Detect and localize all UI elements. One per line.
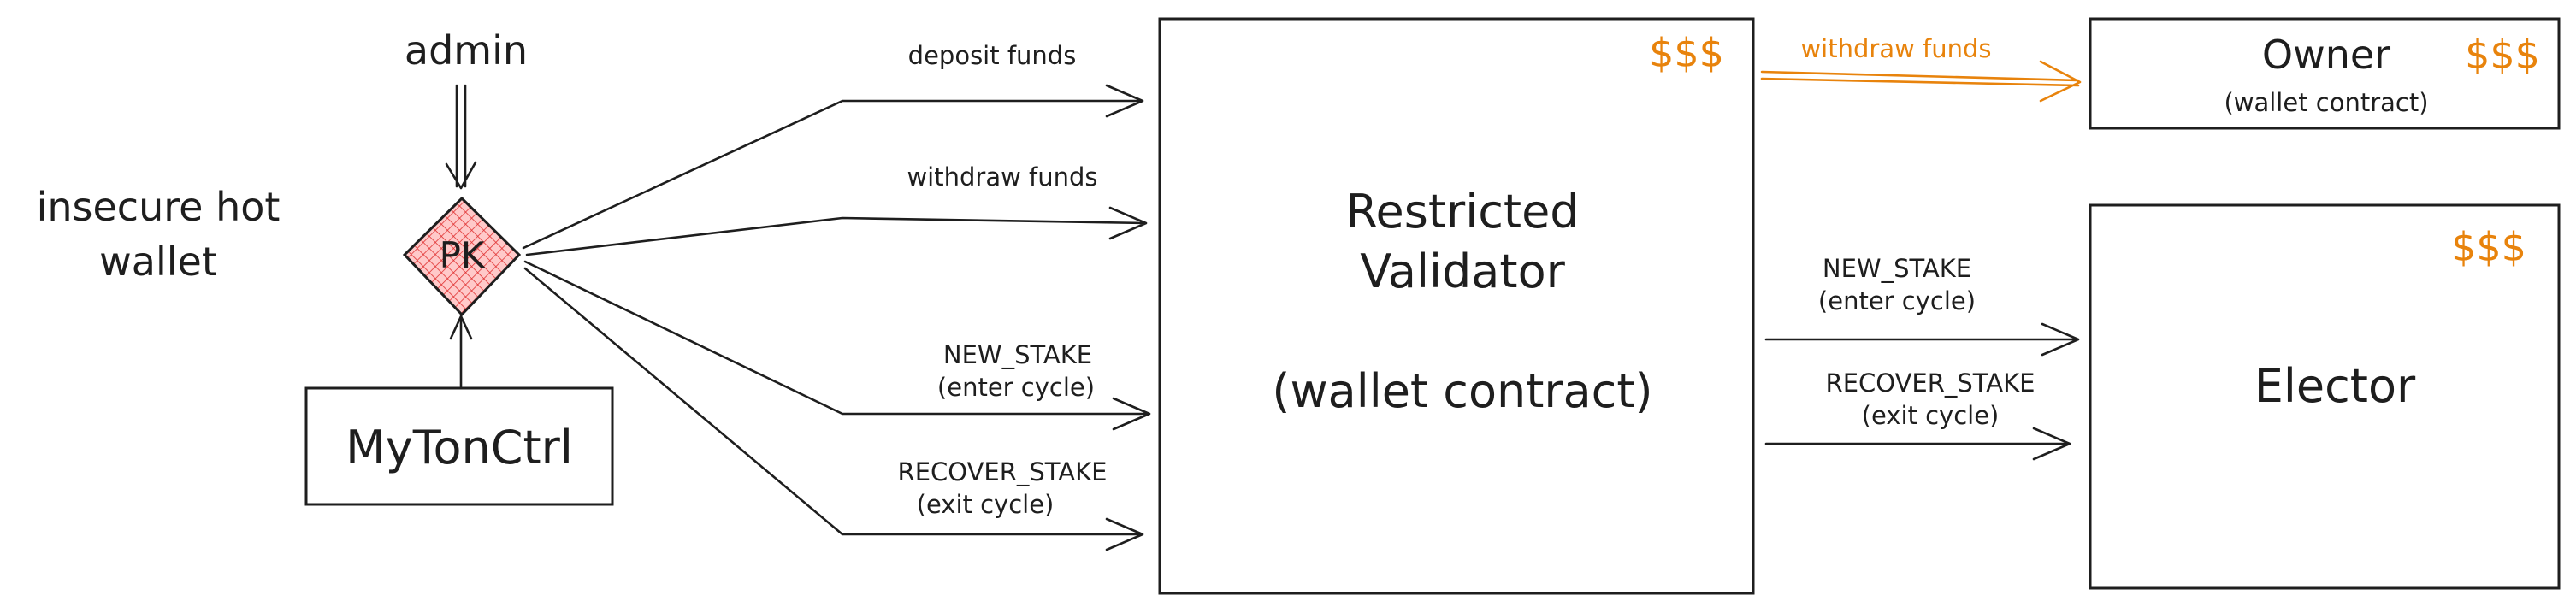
validator-funds-label: $$$ <box>1649 30 1724 76</box>
withdraw-funds-left-label: withdraw funds <box>907 162 1097 192</box>
new-stake-right-label: NEW_STAKE <box>1823 254 1971 283</box>
new-stake-left-arrow <box>523 260 1151 431</box>
owner-subtitle: (wallet contract) <box>2224 88 2428 117</box>
mytonctrl-rect <box>304 386 614 506</box>
withdraw-funds-right-label: withdraw funds <box>1800 34 1991 63</box>
recover-stake-left-arrow <box>523 267 1144 551</box>
elector-title: Elector <box>2254 359 2416 413</box>
elector-rect <box>2089 203 2561 590</box>
withdraw-funds-left-arrow <box>525 206 1148 256</box>
exit-cycle-left-label: (exit cycle) <box>917 490 1055 519</box>
elector-funds-label: $$$ <box>2451 224 2526 270</box>
insecure-wallet-label-line2: wallet <box>99 239 217 285</box>
validator-title-line2: Validator <box>1360 245 1565 298</box>
pk-diamond[interactable]: PK <box>402 196 522 317</box>
owner-title: Owner <box>2262 32 2390 78</box>
owner-box[interactable]: Owner (wallet contract) $$$ <box>2089 17 2561 130</box>
mytonctrl-box[interactable]: MyTonCtrl <box>304 386 614 506</box>
deposit-funds-arrow <box>522 84 1144 250</box>
enter-cycle-right-label: (enter cycle) <box>1818 286 1976 315</box>
withdraw-funds-right-arrow <box>1760 60 2082 103</box>
owner-funds-label: $$$ <box>2465 32 2540 78</box>
new-stake-left-label: NEW_STAKE <box>943 340 1092 369</box>
new-stake-right-arrow <box>1764 322 2080 357</box>
mytonctrl-label: MyTonCtrl <box>346 421 573 474</box>
restricted-validator-rect <box>1158 17 1755 595</box>
elector-box[interactable]: Elector $$$ <box>2089 203 2561 590</box>
validator-title-line3: (wallet contract) <box>1272 364 1652 418</box>
recover-stake-right-label: RECOVER_STAKE <box>1826 368 2035 398</box>
pk-diamond-shape <box>402 196 522 317</box>
mytonctrl-to-pk-arrow <box>449 315 473 388</box>
insecure-wallet-label-line1: insecure hot <box>37 184 281 230</box>
exit-cycle-right-label: (exit cycle) <box>1862 401 2000 430</box>
validator-title-line1: Restricted <box>1345 185 1579 239</box>
admin-to-pk-arrow <box>445 84 477 190</box>
recover-stake-left-label: RECOVER_STAKE <box>898 457 1108 486</box>
recover-stake-right-arrow <box>1764 427 2071 461</box>
deposit-funds-label: deposit funds <box>908 41 1077 70</box>
enter-cycle-left-label: (enter cycle) <box>937 373 1095 402</box>
restricted-validator-box[interactable]: $$$ Restricted Validator (wallet contrac… <box>1158 17 1755 595</box>
admin-label: admin <box>405 27 528 74</box>
pk-label: PK <box>440 234 486 276</box>
owner-rect <box>2089 17 2561 130</box>
